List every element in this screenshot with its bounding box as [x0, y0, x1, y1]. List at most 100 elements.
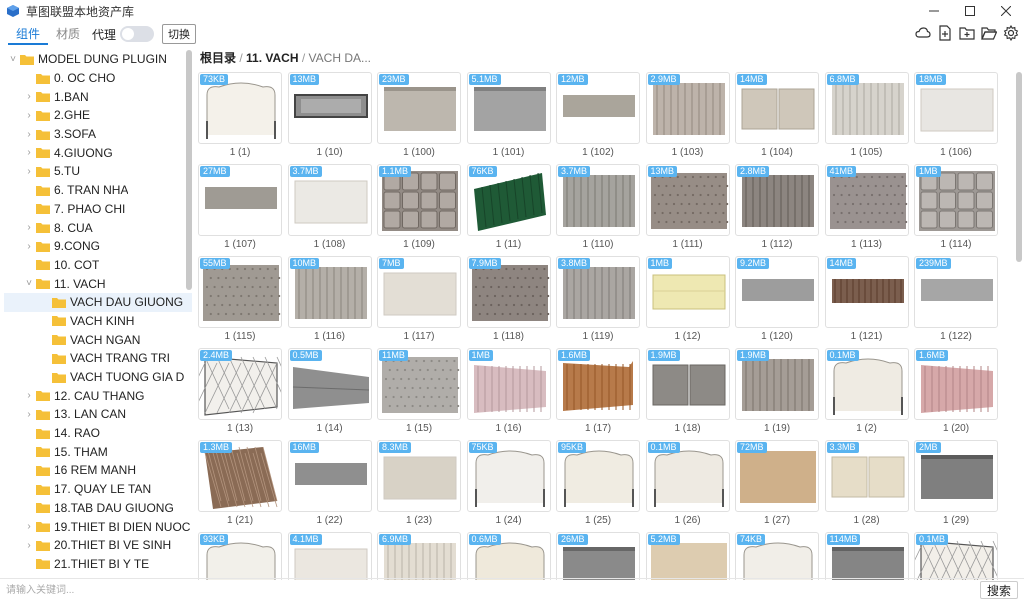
asset-thumbnail[interactable]: 6.9MB: [377, 532, 461, 580]
asset-thumbnail[interactable]: 14MB: [735, 72, 819, 144]
asset-thumbnail[interactable]: 76KB: [466, 164, 551, 236]
close-button[interactable]: [988, 0, 1024, 22]
tree-item[interactable]: 15. THAM: [4, 442, 192, 461]
breadcrumb-vach[interactable]: 11. VACH: [246, 51, 299, 65]
asset-thumbnail[interactable]: 0.6MB: [466, 532, 551, 580]
asset-card[interactable]: 93KB: [198, 532, 282, 580]
breadcrumb-root[interactable]: 根目录: [200, 51, 237, 65]
asset-thumbnail[interactable]: 12MB: [556, 72, 640, 144]
asset-thumbnail[interactable]: 10MB: [287, 256, 372, 328]
asset-thumbnail[interactable]: 26MB: [556, 532, 640, 580]
asset-thumbnail[interactable]: 1.1MB: [377, 164, 461, 236]
chevron-right-icon[interactable]: ›: [27, 91, 31, 103]
asset-thumbnail[interactable]: 4.1MB: [287, 532, 372, 580]
asset-thumbnail[interactable]: 3.7MB: [287, 164, 372, 236]
tree-item[interactable]: ›3.SOFA: [4, 125, 192, 144]
asset-thumbnail[interactable]: 2MB: [914, 440, 998, 512]
tree-item[interactable]: VACH NGAN: [4, 330, 192, 349]
tree-item[interactable]: ›19.THIET BI DIEN NUOC: [4, 517, 192, 536]
tree-item[interactable]: ˅11. VACH: [4, 274, 192, 293]
tree-item[interactable]: 6. TRAN NHA: [4, 181, 192, 200]
tree-item[interactable]: 16 REM MANH: [4, 461, 192, 480]
tree-item[interactable]: 10. COT: [4, 256, 192, 275]
tree-item[interactable]: ›8. CUA: [4, 218, 192, 237]
asset-thumbnail[interactable]: 41MB: [824, 164, 909, 236]
search-button[interactable]: 搜索: [979, 581, 1018, 599]
chevron-right-icon[interactable]: ›: [27, 109, 31, 121]
grid-scrollbar[interactable]: [1016, 72, 1022, 262]
asset-thumbnail[interactable]: 2.8MB: [735, 164, 819, 236]
asset-card[interactable]: 74KB: [735, 532, 819, 580]
asset-card[interactable]: 4.1MB: [287, 532, 372, 580]
asset-card[interactable]: 26MB: [556, 532, 640, 580]
chevron-down-icon[interactable]: ˅: [26, 278, 32, 290]
asset-thumbnail[interactable]: 1.9MB: [645, 348, 730, 420]
tree-item[interactable]: ›1.BAN: [4, 87, 192, 106]
chevron-right-icon[interactable]: ›: [27, 128, 31, 140]
asset-thumbnail[interactable]: 14MB: [824, 256, 909, 328]
asset-thumbnail[interactable]: 0.1MB: [824, 348, 909, 420]
chevron-right-icon[interactable]: ›: [27, 222, 31, 234]
asset-thumbnail[interactable]: 6.8MB: [824, 72, 909, 144]
add-folder-icon[interactable]: [958, 24, 976, 42]
asset-card[interactable]: 0.6MB: [466, 532, 551, 580]
asset-thumbnail[interactable]: 0.5MB: [287, 348, 372, 420]
asset-thumbnail[interactable]: 13MB: [287, 72, 372, 144]
asset-thumbnail[interactable]: 1MB: [466, 348, 551, 420]
tree-item[interactable]: VACH DAU GIUONG: [4, 292, 192, 312]
chevron-right-icon[interactable]: ›: [27, 408, 31, 420]
asset-thumbnail[interactable]: 3.3MB: [824, 440, 909, 512]
tree-item[interactable]: ›2.GHE: [4, 106, 192, 125]
asset-thumbnail[interactable]: 1.6MB: [914, 348, 998, 420]
asset-card[interactable]: 6.9MB: [377, 532, 461, 580]
asset-card[interactable]: 5.2MB: [645, 532, 730, 580]
asset-card[interactable]: 114MB: [824, 532, 909, 580]
asset-thumbnail[interactable]: 93KB: [198, 532, 282, 580]
settings-icon[interactable]: [1002, 24, 1020, 42]
asset-thumbnail[interactable]: 9.2MB: [735, 256, 819, 328]
minimize-button[interactable]: [916, 0, 952, 22]
asset-thumbnail[interactable]: 1.3MB: [198, 440, 282, 512]
asset-thumbnail[interactable]: 74KB: [735, 532, 819, 580]
open-folder-icon[interactable]: [980, 24, 998, 42]
asset-thumbnail[interactable]: 16MB: [287, 440, 372, 512]
asset-thumbnail[interactable]: 2.4MB: [198, 348, 282, 420]
asset-thumbnail[interactable]: 7.9MB: [466, 256, 551, 328]
tree-item[interactable]: ›4.GIUONG: [4, 143, 192, 162]
tree-item[interactable]: 7. PHAO CHI: [4, 200, 192, 219]
asset-thumbnail[interactable]: 75KB: [466, 440, 551, 512]
chevron-right-icon[interactable]: ›: [27, 240, 31, 252]
chevron-right-icon[interactable]: ›: [27, 165, 31, 177]
proxy-toggle[interactable]: [120, 26, 155, 42]
asset-thumbnail[interactable]: 239MB: [914, 256, 998, 328]
switch-button[interactable]: 切换: [162, 24, 197, 44]
